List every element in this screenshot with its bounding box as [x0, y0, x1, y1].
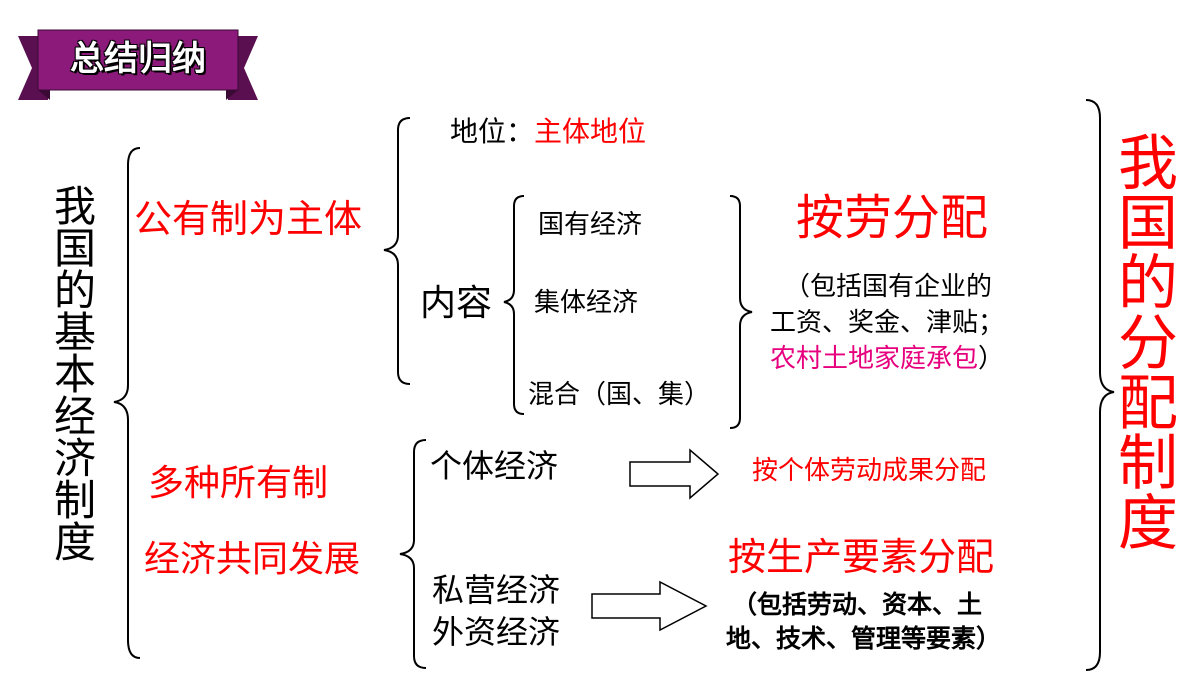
brace-main	[113, 147, 141, 659]
labor-note-line2: 工资、奖金、津贴；	[770, 308, 1005, 338]
labor-note-rural: 农村土地家庭承包	[770, 344, 979, 374]
brace-right	[1085, 99, 1115, 671]
status-value: 主体地位	[534, 115, 647, 148]
multi-ownership-line2: 经济共同发展	[144, 539, 361, 580]
right-vertical-title: 我国的 分配制 度	[1118, 129, 1178, 559]
content-item-state: 国有经济	[538, 210, 643, 240]
status-line: 地位：主体地位	[450, 118, 646, 146]
individual-economy: 个体经济	[430, 447, 559, 485]
brace-content	[503, 195, 525, 415]
labor-distribution-title: 按劳分配	[796, 190, 989, 246]
public-ownership-label: 公有制为主体	[134, 197, 363, 241]
labor-note-line1: （包括国有企业的	[784, 272, 993, 302]
brace-public	[383, 117, 411, 385]
content-item-collective: 集体经济	[534, 288, 639, 318]
content-item-mixed: 混合（国、集）	[528, 380, 711, 410]
private-economy: 私营经济	[432, 571, 561, 609]
individual-distribution: 按个体劳动成果分配	[752, 456, 987, 486]
factor-note-line2: 地、技术、管理等要素）	[726, 624, 1002, 653]
arrow-private	[591, 580, 708, 632]
status-prefix: 地位：	[450, 115, 535, 148]
foreign-economy: 外资经济	[432, 613, 561, 651]
multi-ownership-line1: 多种所有制	[148, 463, 329, 504]
arrow-individual	[629, 448, 720, 500]
factor-note-line1: （包括劳动、资本、土	[732, 590, 983, 619]
left-vertical-title: 我国的 基本经 济制度	[54, 182, 97, 567]
content-label: 内容	[420, 283, 493, 324]
banner-title: 总结归纳	[70, 39, 206, 79]
brace-content-right	[729, 195, 753, 429]
factor-distribution-title: 按生产要素分配	[728, 535, 995, 579]
labor-note-line3: 农村土地家庭承包）	[770, 344, 1005, 374]
brace-multi	[399, 439, 427, 669]
